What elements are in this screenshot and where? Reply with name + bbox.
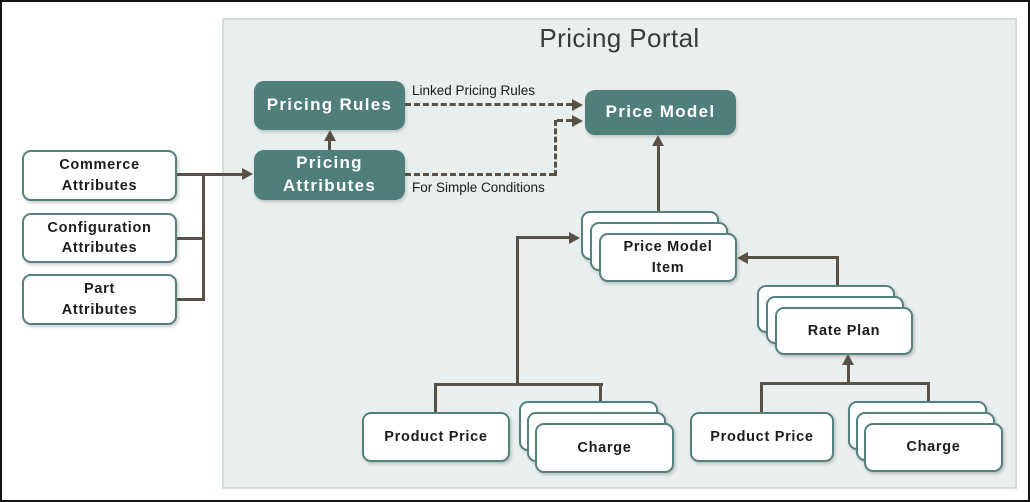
connector-rightbranch-to-charge: [927, 382, 930, 402]
connector-commerce-main: [177, 173, 243, 176]
node-price-model: Price Model: [585, 90, 736, 135]
node-price-model-item-label: Price Model Item: [623, 239, 713, 276]
connector-pmi-pricemodel: [657, 146, 660, 211]
connector-leftbranch-bar: [434, 383, 603, 386]
connector-rateplan-to-pmi: [748, 256, 839, 259]
connector-rateplan-up: [836, 257, 839, 286]
arrowhead-linked-into-price-model: [572, 99, 583, 111]
node-price-model-label: Price Model: [605, 102, 716, 122]
edge-label-for-simple-conditions: For Simple Conditions: [412, 180, 545, 195]
node-product-price-right-label: Product Price: [710, 428, 814, 445]
connector-rightbranch-arrowline: [847, 364, 850, 384]
portal-title: Pricing Portal: [539, 23, 700, 53]
connector-simple-conditions-h2: [557, 119, 572, 122]
node-configuration-attributes-label: Configuration Attributes: [47, 219, 152, 256]
node-charge-left: Charge: [535, 423, 674, 473]
connector-leftbranch-vertical: [516, 236, 519, 386]
node-pricing-attributes-label: Pricing Attributes: [282, 153, 377, 195]
node-product-price-left: Product Price: [362, 412, 510, 462]
node-charge-right-label: Charge: [906, 439, 961, 456]
connector-rightbranch-to-productprice: [760, 382, 763, 412]
node-commerce-attributes-label: Commerce Attributes: [59, 157, 140, 194]
node-product-price-left-label: Product Price: [384, 428, 488, 445]
connector-leftbranch-to-productprice: [434, 383, 437, 412]
arrowhead-simple-into-price-model: [572, 115, 583, 127]
arrowhead-into-pricing-rules: [324, 130, 336, 141]
node-pricing-rules: Pricing Rules: [254, 81, 405, 130]
node-configuration-attributes: Configuration Attributes: [22, 213, 177, 263]
node-pricing-rules-label: Pricing Rules: [266, 95, 393, 115]
connector-part-stub: [177, 298, 204, 301]
arrowhead-into-pmi-left: [569, 232, 580, 244]
connector-rightbranch-bar: [760, 382, 930, 385]
connector-pricingattributes-pricingrules: [328, 140, 331, 150]
connector-linked-pricing-rules-dashed: [405, 103, 572, 106]
arrowhead-into-rate-plan: [842, 354, 854, 365]
connector-configuration-stub: [177, 237, 204, 240]
node-product-price-right: Product Price: [690, 412, 834, 462]
arrowhead-into-pricing-attributes: [242, 168, 253, 180]
connector-leftbranch-to-charge: [599, 383, 602, 402]
node-pricing-attributes: Pricing Attributes: [254, 150, 405, 200]
node-part-attributes-label: Part Attributes: [61, 281, 138, 318]
node-commerce-attributes: Commerce Attributes: [22, 150, 177, 201]
edge-label-linked-pricing-rules: Linked Pricing Rules: [412, 83, 536, 98]
node-rate-plan-label: Rate Plan: [807, 322, 881, 339]
node-rate-plan: Rate Plan: [775, 307, 913, 355]
connector-simple-conditions-h1: [405, 173, 555, 176]
node-charge-left-label: Charge: [577, 439, 632, 456]
node-price-model-item: Price Model Item: [599, 233, 737, 282]
node-part-attributes: Part Attributes: [22, 274, 177, 325]
arrowhead-into-price-model-bottom: [652, 135, 664, 146]
connector-simple-conditions-v: [554, 120, 557, 176]
node-charge-right: Charge: [864, 423, 1003, 472]
connector-leftbranch-into-pmi: [519, 236, 569, 239]
arrowhead-into-pmi-right: [737, 252, 748, 264]
